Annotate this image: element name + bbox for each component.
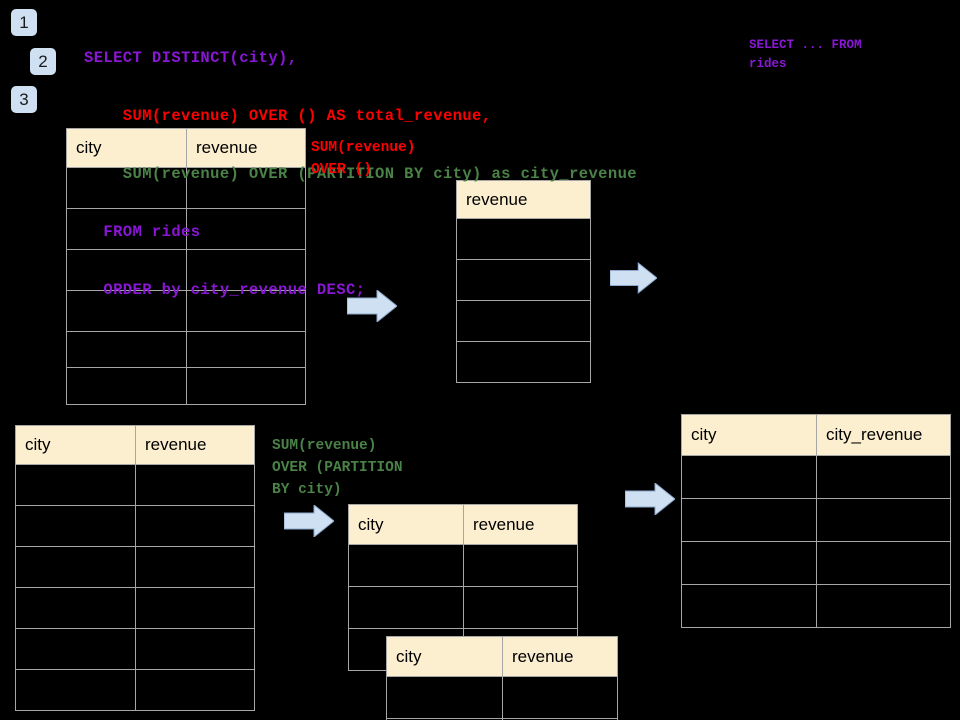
cell-revenue [502,676,618,719]
cell-revenue [456,218,591,260]
cell-revenue [456,259,591,301]
cell-city [681,541,817,585]
cell-city-revenue [816,455,951,499]
cell-city-revenue [816,541,951,585]
column-header-revenue: revenue [456,180,591,219]
table-row [681,498,951,542]
cell-revenue [456,341,591,383]
cell-city [66,167,187,209]
column-header-revenue: revenue [502,636,618,677]
cell-city-revenue [816,584,951,628]
table-rides-source-bottom: city revenue [15,425,255,711]
sql-line-city-revenue: SUM(revenue) OVER (PARTITION BY city) as… [84,165,637,183]
arrow-total-to-right [609,261,658,299]
column-header-city: city [386,636,503,677]
cell-revenue [135,669,255,711]
table-row [15,628,255,670]
cell-city [348,586,464,629]
cell-revenue [463,544,578,587]
table-row [66,167,306,209]
arrow-source-to-partition [283,503,335,542]
arrow-partition-to-final [624,481,676,520]
column-header-revenue: revenue [135,425,255,465]
cell-city [15,628,136,670]
cell-city [15,669,136,711]
cell-revenue [186,331,306,368]
cell-city [15,505,136,547]
table-row [348,544,578,587]
cell-revenue [135,464,255,506]
table-header-row: revenue [456,180,591,219]
table-row [66,331,306,368]
table-row [681,541,951,585]
table-row [386,676,618,719]
cell-revenue [135,546,255,588]
cell-city [66,331,187,368]
cell-city [66,208,187,250]
cell-city [386,676,503,719]
cell-revenue [135,505,255,547]
column-header-city: city [681,414,817,456]
table-header-row: city revenue [66,128,306,168]
table-row [15,669,255,711]
cell-city [348,544,464,587]
cell-city [15,464,136,506]
table-row [681,455,951,499]
table-row [15,505,255,547]
cell-city [681,455,817,499]
column-header-revenue: revenue [463,504,578,545]
table-row [66,290,306,332]
step-badge-3: 3 [11,86,37,113]
cell-city [66,367,187,405]
cell-city [681,584,817,628]
column-header-city-revenue: city_revenue [816,414,951,456]
table-rides-source-top: city revenue [66,128,306,405]
table-row [15,587,255,629]
table-final-result: city city_revenue [681,414,951,628]
table-partition-group-front: city revenue [386,636,618,720]
column-header-city: city [66,128,187,168]
table-row [66,367,306,405]
table-row [456,259,591,301]
column-header-city: city [15,425,136,465]
table-row [386,718,618,720]
table-header-row: city revenue [348,504,578,545]
cell-revenue [186,367,306,405]
table-header-row: city city_revenue [681,414,951,456]
sql-line-total-revenue: SUM(revenue) OVER () AS total_revenue, [84,107,492,125]
table-header-row: city revenue [15,425,255,465]
table-row [456,341,591,383]
cell-city [15,546,136,588]
cell-city [66,290,187,332]
caption-over-empty: SUM(revenue) OVER () [311,140,416,178]
cell-revenue [463,586,578,629]
column-header-city: city [348,504,464,545]
table-header-row: city revenue [386,636,618,677]
cell-city [681,498,817,542]
caption-partition-by-city: SUM(revenue) OVER (PARTITION BY city) [272,438,403,498]
cell-revenue [502,718,618,720]
cell-revenue [135,587,255,629]
table-row [66,208,306,250]
step-badge-2: 2 [30,48,56,75]
table-total-revenue: revenue [456,180,591,383]
table-row [681,584,951,628]
table-row [456,218,591,260]
table-row [15,546,255,588]
cell-revenue [186,167,306,209]
table-row [15,464,255,506]
step-badge-1: 1 [11,9,37,36]
cell-city-revenue [816,498,951,542]
sql-line-order-by: ORDER by city_revenue DESC; [84,281,366,299]
sql-line-select: SELECT DISTINCT(city), [84,49,298,67]
select-from-rides-note: SELECT ... FROM rides [749,38,862,71]
cell-city [15,587,136,629]
sql-query-block: SELECT DISTINCT(city), SUM(revenue) OVER… [84,11,637,337]
cell-revenue [186,208,306,250]
sql-line-from: FROM rides [84,223,201,241]
cell-revenue [135,628,255,670]
table-row [348,586,578,629]
column-header-revenue: revenue [186,128,306,168]
arrow-source-to-total [346,288,398,327]
